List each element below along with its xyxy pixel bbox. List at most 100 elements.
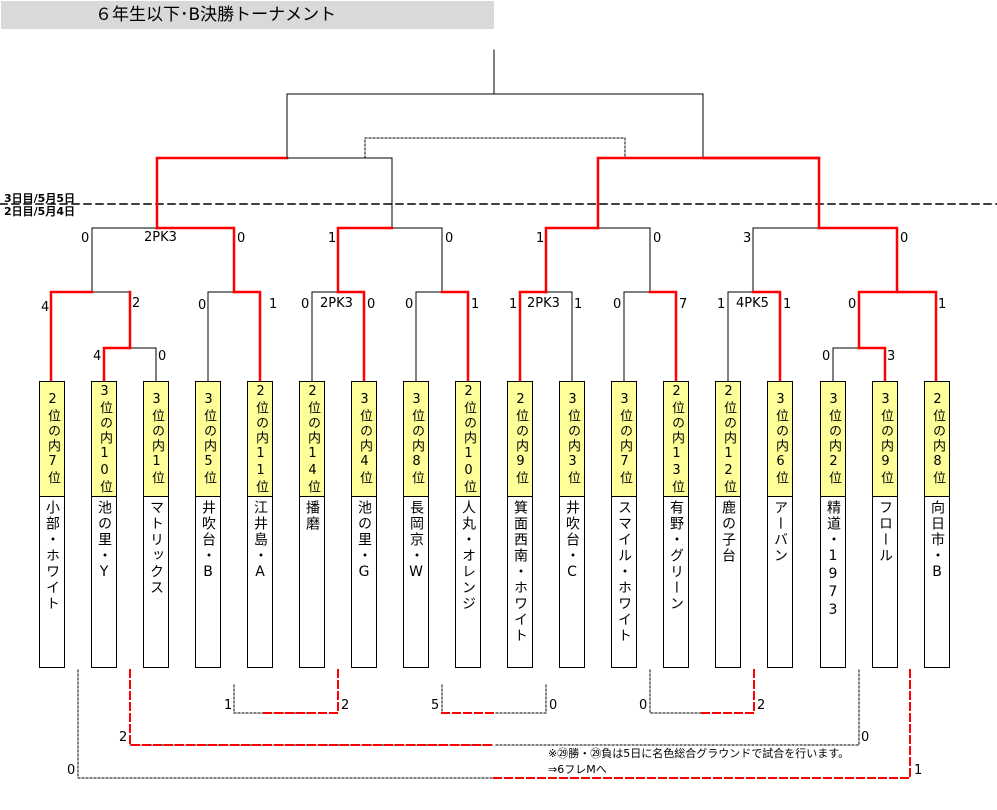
score: 1 (536, 231, 545, 246)
seed-label: 2位の内13位 (664, 382, 688, 497)
score: 1 (914, 763, 923, 778)
score: 1 (471, 297, 480, 312)
score: 0 (848, 297, 857, 312)
seed-label: 3位の内2位 (821, 382, 845, 497)
score: 1 (574, 297, 583, 312)
note-line: ※㉙勝・㉙負は5日に名色総合グラウンドで試合を行います。 (548, 747, 850, 760)
team-card: 3位の内1位マトリックス (143, 381, 169, 668)
team-name: スマイル・ホワイト (616, 500, 632, 644)
score: 0 (405, 297, 414, 312)
score: 1 (938, 297, 947, 312)
team-name: 江井島・A (252, 500, 268, 582)
score: 0 (158, 349, 167, 364)
team-card: 3位の内2位精道・1973 (820, 381, 846, 668)
pk-score: 2PK3 (144, 230, 177, 245)
team-card: 2位の内7位小部・ホワイト (39, 381, 65, 668)
seed-label: 2位の内9位 (508, 382, 532, 497)
team-card: 2位の内9位箕面西南・ホワイト (507, 381, 533, 668)
score: 2 (341, 698, 350, 713)
day3-label: 3日目/5月5日 (4, 192, 75, 205)
team-name: 人丸・オレンジ (460, 500, 476, 612)
score: 2 (119, 730, 128, 745)
seed-label: 3位の内1位 (144, 382, 168, 497)
score: 0 (445, 231, 454, 246)
team-name: 池の里・G (356, 500, 372, 582)
team-card: 3位の内8位長岡京・W (403, 381, 429, 668)
team-card: 3位の内6位アーバン (767, 381, 793, 668)
team-name: マトリックス (148, 500, 164, 596)
seed-label: 2位の内7位 (40, 382, 64, 497)
score: 3 (887, 349, 896, 364)
team-name: 有野・グリーン (668, 500, 684, 612)
seed-label: 3位の内8位 (404, 382, 428, 497)
pk-score: 2PK3 (527, 296, 560, 311)
score: 1 (509, 297, 518, 312)
team-card: 3位の内4位池の里・G (351, 381, 377, 668)
seed-label: 3位の内5位 (196, 382, 220, 497)
score: 2 (132, 296, 141, 311)
score: 0 (367, 297, 376, 312)
score: 0 (301, 297, 310, 312)
score: 5 (431, 698, 440, 713)
seed-label: 3位の内6位 (768, 382, 792, 497)
seed-label: 2位の内8位 (925, 382, 949, 497)
score: 0 (861, 730, 870, 745)
seed-label: 3位の内9位 (873, 382, 897, 497)
score: 1 (328, 231, 337, 246)
team-name: 鹿の子台 (720, 500, 736, 564)
team-card: 2位の内8位向日市・B (924, 381, 950, 668)
score: 0 (549, 698, 558, 713)
team-name: アーバン (772, 500, 788, 564)
team-card: 3位の内5位井吹台・B (195, 381, 221, 668)
team-card: 2位の内11位江井島・A (247, 381, 273, 668)
pk-score: 2PK3 (320, 296, 353, 311)
seed-label: 3位の内4位 (352, 382, 376, 497)
team-card: 2位の内13位有野・グリーン (663, 381, 689, 668)
score: 0 (81, 231, 90, 246)
team-name: 井吹台・C (564, 500, 580, 582)
pk-score: 4PK5 (736, 296, 769, 311)
score: 0 (653, 231, 662, 246)
seed-label: 2位の内12位 (716, 382, 740, 497)
score: 1 (717, 297, 726, 312)
score: 0 (237, 231, 246, 246)
team-card: 2位の内12位鹿の子台 (715, 381, 741, 668)
team-name: 箕面西南・ホワイト (512, 500, 528, 644)
team-name: 池の里・Y (96, 500, 112, 582)
team-card: 3位の内7位スマイル・ホワイト (611, 381, 637, 668)
team-name: 小部・ホワイト (44, 500, 60, 612)
page-title: ６年生以下･B決勝トーナメント (1, 1, 494, 29)
score: 0 (67, 763, 76, 778)
score: 4 (41, 300, 50, 315)
seed-label: 2位の内10位 (456, 382, 480, 497)
score: 0 (639, 698, 648, 713)
team-name: フロール (877, 500, 893, 564)
score: 2 (757, 698, 766, 713)
team-name: 精道・1973 (825, 500, 841, 620)
score: 1 (224, 698, 233, 713)
score: 1 (269, 297, 278, 312)
day2-label: 2日目/5月4日 (4, 205, 75, 218)
team-name: 向日市・B (929, 500, 945, 582)
score: 0 (613, 297, 622, 312)
score: 7 (679, 297, 688, 312)
score: 1 (783, 297, 792, 312)
team-card: 3位の内3位井吹台・C (559, 381, 585, 668)
seed-label: 3位の内3位 (560, 382, 584, 497)
score: 3 (743, 231, 752, 246)
score: 0 (198, 298, 207, 313)
team-name: 長岡京・W (408, 500, 424, 582)
note-line: ⇒6フレMへ (548, 763, 607, 776)
team-card: 3位の内9位フロール (872, 381, 898, 668)
score: 0 (822, 349, 831, 364)
score: 0 (900, 231, 909, 246)
team-card: 2位の内14位播磨 (299, 381, 325, 668)
score: 4 (93, 349, 102, 364)
seed-label: 3位の内7位 (612, 382, 636, 497)
seed-label: 2位の内11位 (248, 382, 272, 497)
seed-label: 3位の内10位 (92, 382, 116, 497)
seed-label: 2位の内14位 (300, 382, 324, 497)
team-name: 井吹台・B (200, 500, 216, 582)
team-card: 2位の内10位人丸・オレンジ (455, 381, 481, 668)
